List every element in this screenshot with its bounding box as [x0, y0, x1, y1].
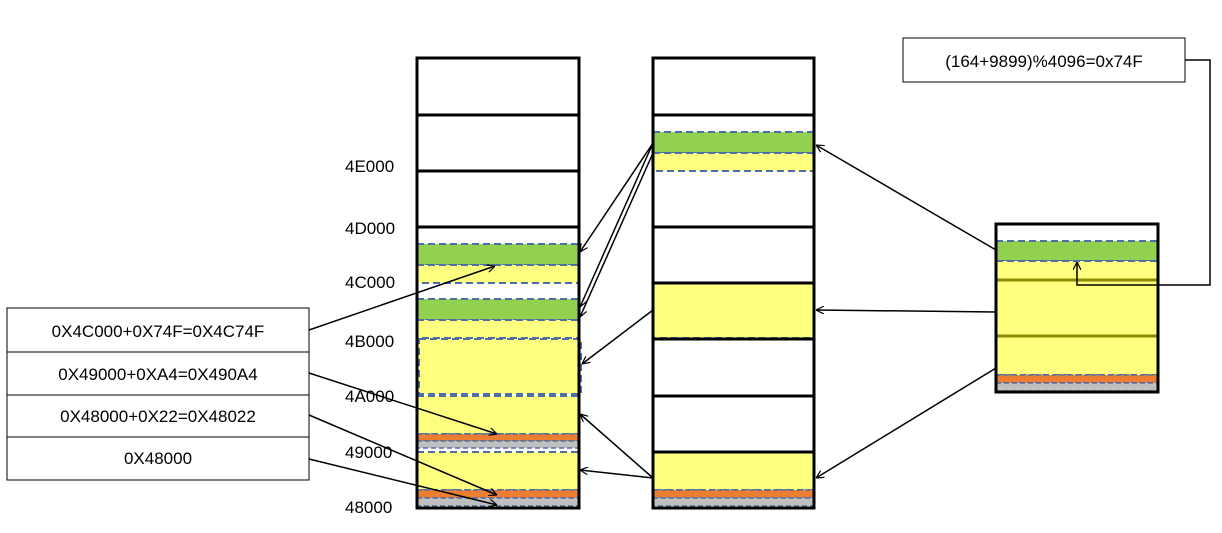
arrow [816, 310, 997, 312]
memory-column-right [994, 222, 1160, 394]
memory-column-middle [651, 56, 816, 510]
arrow [580, 152, 654, 317]
block-orange [416, 433, 580, 442]
arrows [308, 59, 1211, 505]
block-green [995, 240, 1159, 262]
block-yellow [416, 451, 580, 491]
arrow [580, 470, 654, 479]
block-orange [652, 489, 815, 499]
address-label: 4C000 [345, 273, 395, 292]
block-yellow [652, 451, 815, 491]
arrow [580, 414, 654, 479]
arrow [308, 458, 497, 505]
arrow [816, 367, 997, 478]
block-green [416, 298, 580, 321]
calc-box-text: 0X48000+0X22=0X48022 [60, 407, 256, 426]
block-orange [995, 374, 1159, 384]
block-yellow [418, 338, 582, 395]
block-gray [416, 497, 580, 507]
address-label: 4D000 [345, 219, 395, 238]
block-yellow [416, 264, 580, 284]
calc-box-text: 0X4C000+0X74F=0X4C74F [52, 322, 265, 341]
address-label: 48000 [345, 498, 392, 517]
block-green [652, 131, 815, 154]
block-yellow [652, 152, 815, 172]
formula-text: (164+9899)%4096=0x74F [945, 52, 1143, 71]
arrow [580, 142, 654, 252]
arrow [582, 309, 654, 364]
address-label: 49000 [345, 443, 392, 462]
arrow [1077, 59, 1211, 286]
block-gray [652, 497, 815, 507]
address-labels: 4E000 4D000 4C000 4B000 4A000 49000 4800… [345, 157, 395, 517]
block-yellow [416, 319, 580, 339]
arrow [580, 142, 654, 307]
address-label: 4A000 [345, 387, 394, 406]
calc-box-text: 0X49000+0XA4=0X490A4 [58, 365, 257, 384]
calc-box-text: 0X48000 [124, 449, 192, 468]
address-label: 4E000 [345, 157, 394, 176]
memory-column-left [415, 56, 582, 510]
arrow [816, 145, 997, 251]
block-yellow [652, 282, 815, 339]
address-label: 4B000 [345, 332, 394, 351]
arrow [308, 414, 497, 495]
block-yellow [416, 395, 580, 435]
calc-boxes: 0X4C000+0X74F=0X4C74F 0X49000+0XA4=0X490… [6, 307, 310, 481]
formula-box: (164+9899)%4096=0x74F [902, 37, 1186, 83]
arrow [308, 266, 495, 331]
arrow [308, 372, 497, 434]
block-gray [995, 382, 1159, 392]
block-gray [416, 440, 580, 449]
block-green [416, 243, 580, 266]
